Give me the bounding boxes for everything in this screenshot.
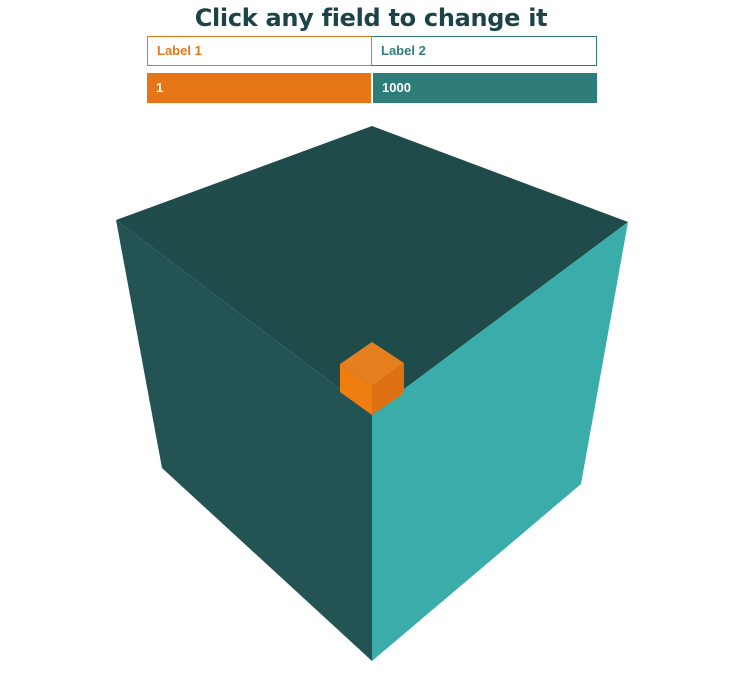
label-1-text: Label 1 — [157, 43, 202, 58]
small-cube-right-face — [372, 363, 404, 415]
page-title: Click any field to change it — [194, 4, 548, 32]
large-cube-top-face — [116, 126, 628, 413]
value-2-field[interactable]: 1000 — [373, 73, 597, 103]
label-2-field[interactable]: Label 2 — [372, 36, 597, 66]
label-1-field[interactable]: Label 1 — [147, 36, 372, 66]
value-2-text: 1000 — [382, 80, 411, 95]
large-cube-right-face — [372, 222, 628, 661]
large-cube-left-face — [116, 220, 372, 661]
small-cube-left-face — [340, 364, 372, 415]
value-1-text: 1 — [156, 80, 164, 95]
value-1-field[interactable]: 1 — [147, 73, 371, 103]
label-2-text: Label 2 — [381, 43, 426, 58]
